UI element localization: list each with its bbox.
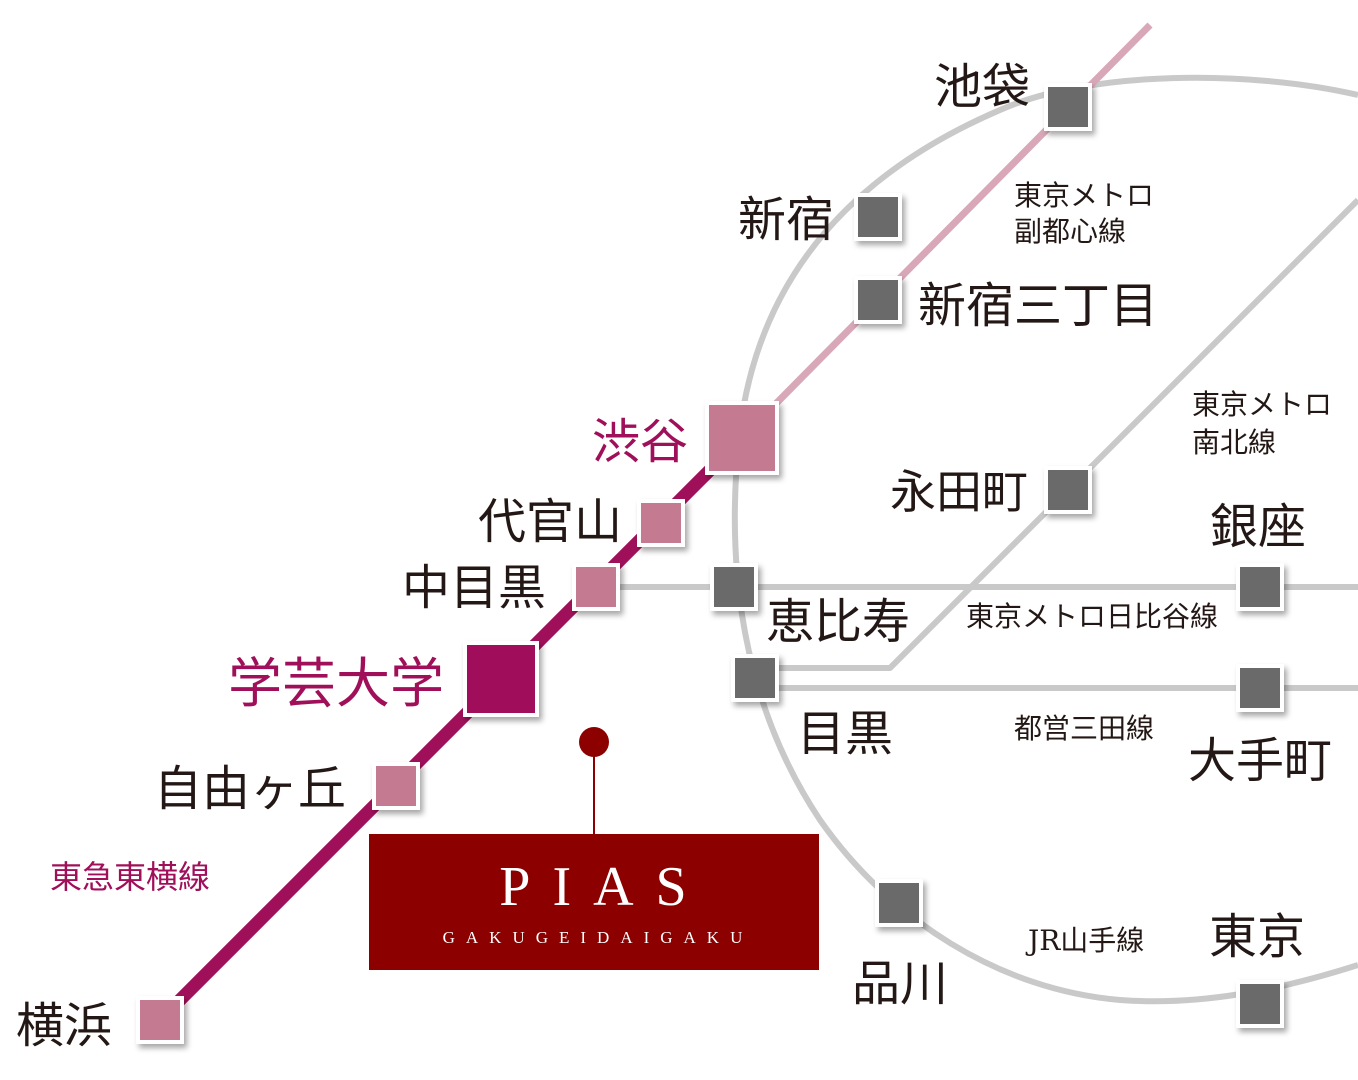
station-labels: 池袋 新宿 新宿三丁目 渋谷 代官山 中目黒 学芸大学 自由ヶ丘 横浜 永田町 … bbox=[16, 59, 1332, 1054]
station-marker-ebisu[interactable] bbox=[710, 563, 758, 611]
station-marker-nakameguro[interactable] bbox=[572, 563, 620, 611]
station-label-tokyo: 東京 bbox=[1209, 909, 1305, 965]
station-marker-ginza[interactable] bbox=[1236, 563, 1284, 611]
station-label-gakugeidaigaku: 学芸大学 bbox=[228, 652, 444, 715]
line-label-namboku-1: 東京メトロ bbox=[1192, 388, 1332, 421]
station-marker-yokohama[interactable] bbox=[136, 996, 184, 1044]
station-marker-ikebukuro[interactable] bbox=[1044, 83, 1092, 131]
station-marker-jiyugaoka[interactable] bbox=[372, 762, 420, 810]
station-marker-meguro[interactable] bbox=[731, 654, 779, 702]
station-marker-shinjuku-sanchome[interactable] bbox=[854, 276, 902, 324]
station-label-meguro: 目黒 bbox=[797, 706, 893, 762]
station-marker-nagatacho[interactable] bbox=[1044, 466, 1092, 514]
station-label-shibuya: 渋谷 bbox=[592, 414, 688, 470]
station-label-jiyugaoka: 自由ヶ丘 bbox=[154, 761, 346, 817]
station-label-ginza: 銀座 bbox=[1210, 499, 1306, 555]
station-marker-gakugeidaigaku[interactable] bbox=[463, 641, 539, 717]
property-subtitle: GAKUGEIDAIGAKU bbox=[443, 928, 754, 947]
station-label-yokohama: 横浜 bbox=[16, 998, 112, 1054]
station-label-nagatacho: 永田町 bbox=[890, 465, 1028, 519]
line-label-mita: 都営三田線 bbox=[1014, 712, 1154, 745]
station-label-shinagawa: 品川 bbox=[852, 956, 948, 1012]
station-label-shinjuku-sanchome: 新宿三丁目 bbox=[918, 278, 1158, 334]
station-label-ikebukuro: 池袋 bbox=[934, 59, 1030, 115]
stations bbox=[136, 83, 1284, 1044]
property-box bbox=[369, 834, 819, 970]
station-label-shinjuku: 新宿 bbox=[738, 192, 834, 248]
station-label-nakameguro: 中目黒 bbox=[402, 560, 546, 616]
line-label-toyoko: 東急東横線 bbox=[50, 858, 210, 896]
line-label-fukutoshin-2: 副都心線 bbox=[1014, 215, 1126, 248]
property-pin-head bbox=[579, 727, 609, 757]
line-label-namboku-2: 南北線 bbox=[1192, 426, 1276, 459]
station-marker-otemachi[interactable] bbox=[1236, 664, 1284, 712]
station-label-otemachi: 大手町 bbox=[1188, 733, 1332, 789]
station-marker-daikanyama[interactable] bbox=[637, 499, 685, 547]
station-marker-shinagawa[interactable] bbox=[875, 879, 923, 927]
station-label-ebisu: 恵比寿 bbox=[766, 594, 910, 650]
property-marker: PIAS GAKUGEIDAIGAKU bbox=[369, 727, 819, 970]
line-label-hibiya: 東京メトロ日比谷線 bbox=[966, 600, 1218, 633]
station-marker-shibuya[interactable] bbox=[705, 401, 779, 475]
line-labels: 東京メトロ 副都心線 東京メトロ 南北線 東京メトロ日比谷線 都営三田線 JR山… bbox=[50, 179, 1332, 957]
line-label-fukutoshin-1: 東京メトロ bbox=[1014, 179, 1154, 212]
station-label-daikanyama: 代官山 bbox=[478, 494, 622, 550]
station-marker-tokyo[interactable] bbox=[1236, 980, 1284, 1028]
line-label-yamanote: JR山手線 bbox=[1025, 924, 1144, 957]
namboku-line bbox=[748, 197, 1358, 671]
property-name: PIAS bbox=[499, 856, 708, 918]
station-marker-shinjuku[interactable] bbox=[854, 193, 902, 241]
